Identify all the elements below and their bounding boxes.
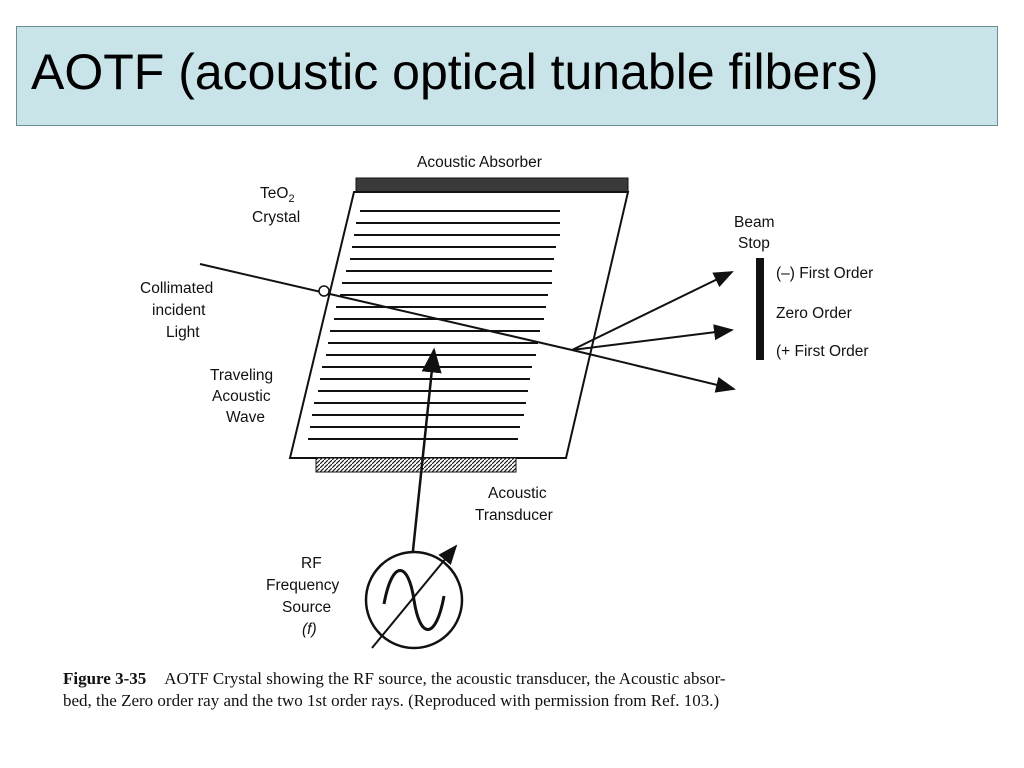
label-rf: RF [301,555,322,572]
label-plus-first-order: (+ First Order [776,343,869,360]
plus-first-order-ray [571,349,736,393]
caption-line-2: bed, the Zero order ray and the two 1st … [63,691,720,710]
label-incident: incident [152,302,206,319]
label-teo2-base: TeO [260,185,288,202]
label-traveling: Traveling [210,367,273,384]
aotf-diagram: Acoustic Absorber TeO2 Crystal Collimate… [140,154,873,650]
acoustic-propagation-arrow [410,347,442,561]
beam-stop [756,258,764,360]
title-box: AOTF (acoustic optical tunable filbers) [16,26,998,126]
label-acoustic-transducer-line1: Acoustic [488,485,547,502]
label-acoustic-transducer-line2: Transducer [475,507,553,524]
caption-text-1: AOTF Crystal showing the RF source, the … [164,669,726,688]
incident-light-ray [199,263,573,351]
label-crystal: Crystal [252,209,300,226]
label-collimated: Collimated [140,280,213,297]
label-beam: Beam [734,214,775,231]
figure-number: Figure 3-35 [63,669,147,688]
label-acoustic: Acoustic [212,388,271,405]
label-zero-order: Zero Order [776,305,852,322]
rf-source-icon [364,544,464,650]
figure-caption: Figure 3-35 AOTF Crystal showing the RF s… [63,668,993,712]
acoustic-transducer [315,457,517,473]
zero-order-ray [571,324,734,351]
label-minus-first-order: (–) First Order [776,265,873,282]
label-source: Source [282,599,331,616]
teo2-crystal [288,191,630,459]
label-teo2-subscript: 2 [288,193,294,205]
label-wave: Wave [226,409,265,426]
label-light: Light [166,324,200,341]
label-acoustic-absorber: Acoustic Absorber [417,154,542,171]
label-frequency: Frequency [266,577,339,594]
minus-first-order-ray [571,271,734,351]
acoustic-absorber [355,177,629,193]
label-stop: Stop [738,235,770,252]
entry-point-marker [318,285,330,297]
slide-title: AOTF (acoustic optical tunable filbers) [31,44,879,100]
caption-line-1: Figure 3-35 AOTF Crystal showing the RF s… [63,668,993,690]
label-teo2: TeO2 [260,185,295,205]
label-f-symbol: (f) [302,621,317,638]
